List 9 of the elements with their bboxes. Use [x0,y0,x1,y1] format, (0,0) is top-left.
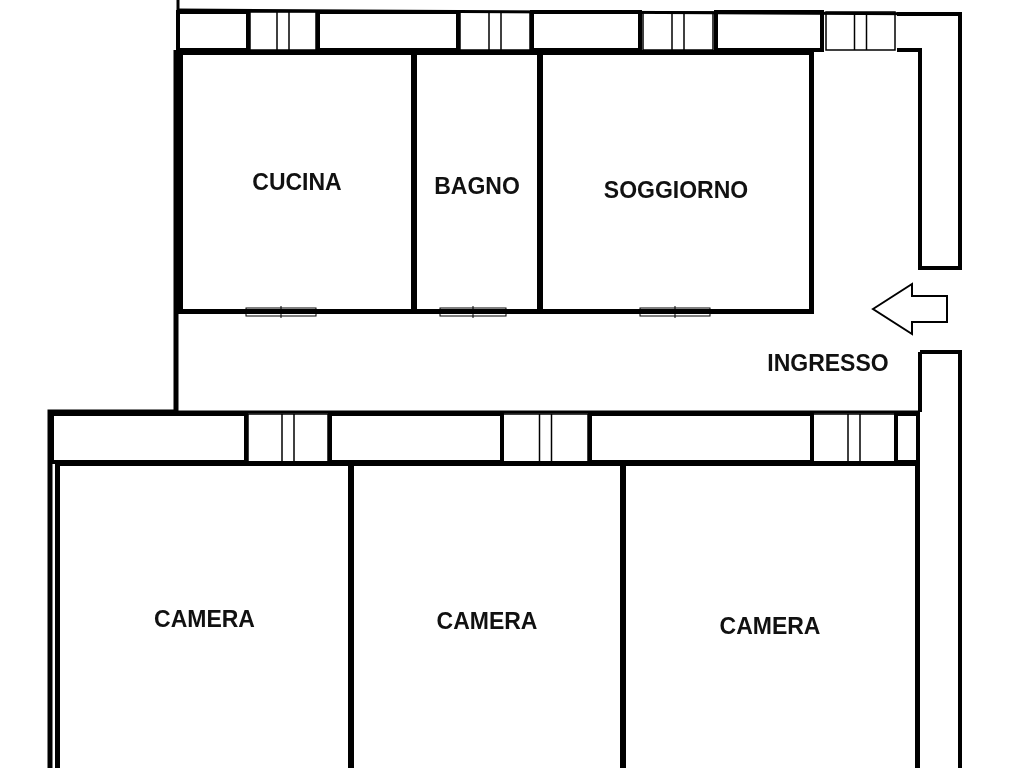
room-label: INGRESSO [767,349,889,377]
room-area [55,461,354,768]
room-area [348,461,626,768]
room-label: CAMERA [154,605,255,633]
room-label: CUCINA [252,168,342,196]
room-label: BAGNO [434,172,520,200]
room-label: CAMERA [436,607,538,635]
room-label: CAMERA [719,612,821,640]
room-label: SOGGIORNO [603,176,749,204]
